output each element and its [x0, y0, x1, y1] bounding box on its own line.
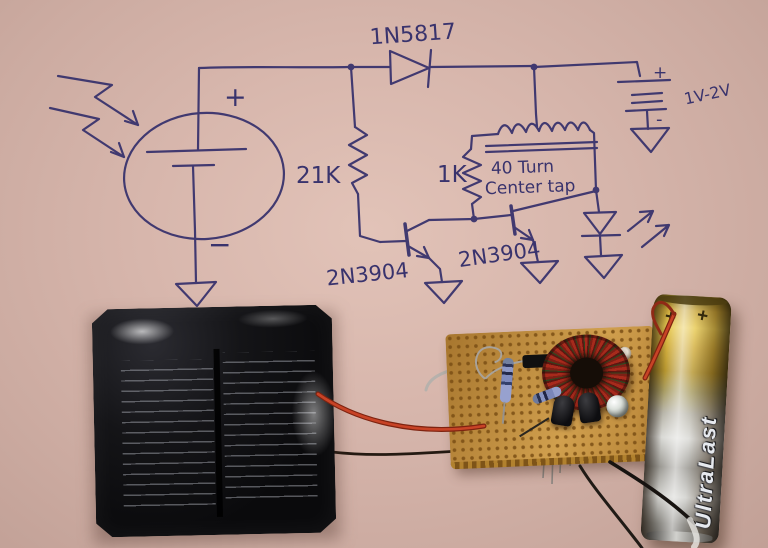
- solar-plus-mark: +: [224, 82, 247, 113]
- core-lines: [484, 140, 599, 154]
- resistor-zigzag: [347, 125, 369, 196]
- transformer-symbol: [484, 65, 599, 192]
- base-resistor-label: 21K: [296, 163, 341, 189]
- transformer-label-line1: 40 Turn: [491, 157, 555, 179]
- battery-shrink-wrap-tail: [687, 517, 700, 548]
- ground-symbol: [629, 126, 671, 154]
- coil-loops: [496, 121, 592, 136]
- transistor-q1-symbol: [403, 218, 464, 305]
- black-wire-downward: [578, 464, 644, 548]
- top-rail-wire: [197, 60, 642, 78]
- battery-plus-mark: +: [653, 63, 667, 83]
- base-resistor-branch: [347, 65, 408, 244]
- resistor-zigzag: [461, 147, 483, 206]
- led-symbol: [580, 188, 671, 280]
- battery-symbol: [616, 78, 672, 154]
- center-tap-wire: [532, 65, 539, 129]
- diode-symbol: [388, 48, 433, 89]
- light-arrows-into-solar-cell: [48, 74, 140, 159]
- solar-minus-mark: −: [208, 228, 231, 261]
- diode-lead-loop: [484, 360, 523, 380]
- diode-label: 1N5817: [369, 19, 457, 50]
- ground-symbol: [174, 280, 218, 308]
- light-out-arrow: [640, 223, 671, 249]
- red-wire-battery-top: [651, 300, 676, 336]
- ground-symbol: [583, 253, 624, 280]
- ground-symbol: [423, 279, 464, 305]
- junction-dots: [347, 63, 600, 223]
- light-out-arrow: [626, 209, 655, 233]
- battery-minus-mark: -: [656, 109, 663, 130]
- transformer-label-line2: Center tap: [485, 176, 576, 199]
- red-wire-panel-to-board: [316, 392, 486, 431]
- feedback-resistor-label: 1K: [437, 162, 468, 188]
- black-wire-board-to-battery: [608, 460, 696, 525]
- perfboard-photo: [445, 325, 659, 470]
- ground-symbol: [519, 259, 560, 285]
- red-wire-board-to-battery: [643, 312, 676, 380]
- toroid-lead: [519, 417, 550, 438]
- solar-cell-symbol: [122, 66, 286, 308]
- transistor-q2-symbol: [509, 189, 598, 285]
